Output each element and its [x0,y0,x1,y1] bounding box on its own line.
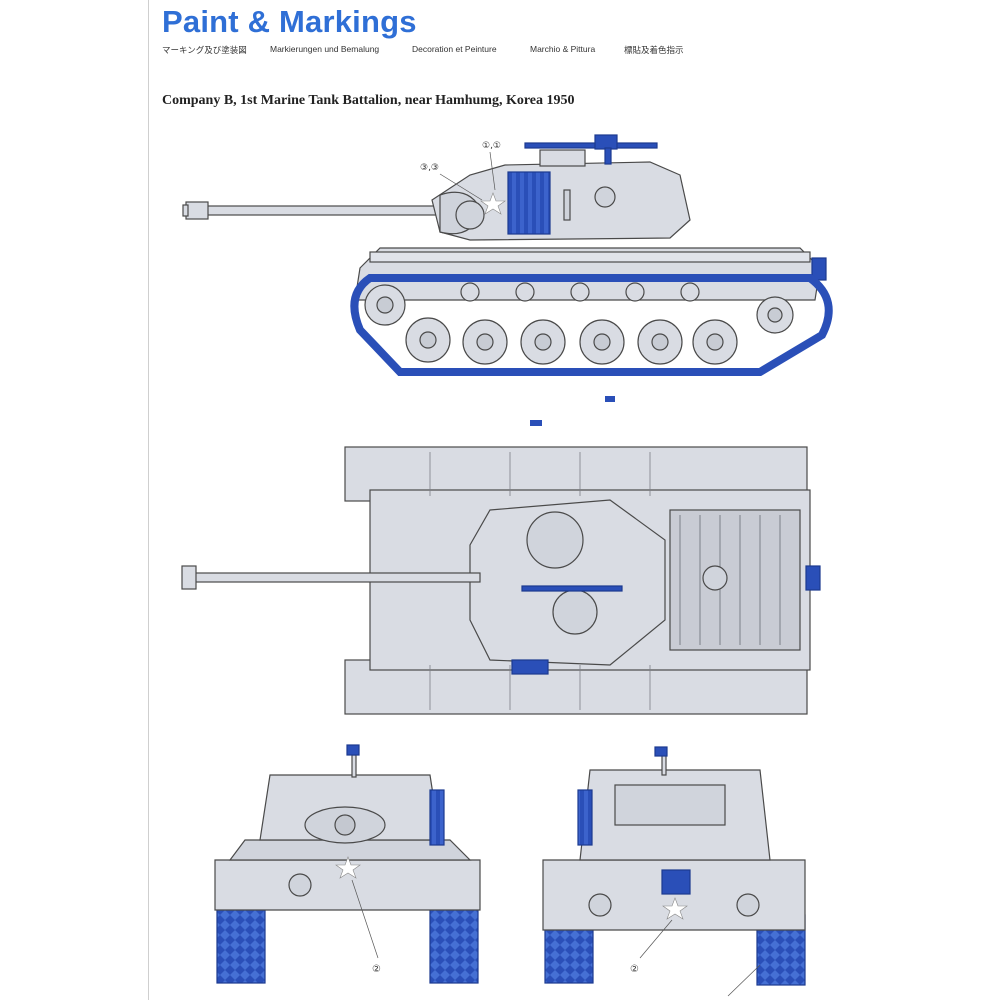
top-gun-barrel [189,572,481,583]
side-machine-gun [524,142,658,149]
subtitle-french: Decoration et Peinture [412,44,497,54]
callout-front-star: ② [372,964,381,975]
side-turret-spare-track [507,171,551,235]
top-rear-blue-part [805,565,821,591]
subtitle-row: マーキング及び塗装図 Markierungen und Bemalung Dec… [162,44,722,56]
side-callouts: ①,① ③,③ [420,141,501,201]
front-flag [346,744,360,756]
subtitle-chinese: 標貼及着色指示 [624,45,684,55]
rear-flag [654,746,668,757]
top-machine-gun [521,585,623,592]
side-turret [431,161,691,241]
top-loader-hatch [552,589,598,635]
rear-view [542,746,806,986]
top-commander-cupola [526,511,584,569]
rear-hull-star [662,897,688,920]
callout-side-turret-left: ③,③ [420,163,439,173]
subtitle-german: Markierungen und Bemalung [270,44,380,54]
callout-rear-star: ② [630,964,639,975]
page-title: Paint & Markings [162,4,417,39]
side-view [182,134,833,402]
rear-blue-box [661,869,691,895]
side-gun-barrel [204,205,446,216]
front-callout: ② [351,879,381,975]
scheme-caption: Company B, 1st Marine Tank Battalion, ne… [162,93,575,108]
front-hull-star [335,856,361,879]
side-turret-star [480,192,506,215]
rear-callout: ② [630,919,761,997]
side-muzzle-brake [185,201,209,220]
side-track [350,274,833,376]
page-edge-line [148,0,149,1000]
subtitle-italian: Marchio & Pittura [530,44,596,54]
top-view [181,420,821,715]
subtitle-japanese: マーキング及び塗装図 [162,45,247,55]
top-turret [469,499,666,666]
side-road-wheels [405,317,738,365]
callout-side-turret-top: ①,① [482,141,501,151]
front-view [214,744,481,984]
